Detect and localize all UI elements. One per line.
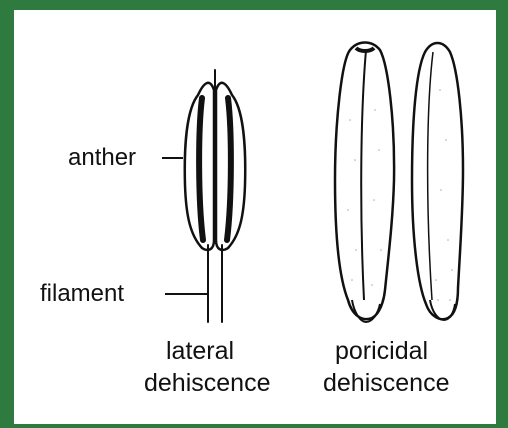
poricidal-anther-front [335,43,394,323]
label-anther: anther [68,146,136,170]
label-lateral-dehiscence: dehiscence [144,371,270,396]
label-lateral: lateral [166,339,234,364]
filament [208,245,222,322]
stipple-left [347,109,382,286]
apical-pore [356,48,374,51]
label-poricidal: poricidal [335,339,428,364]
stipple-right [435,89,453,301]
lateral-anther [185,70,245,322]
anther-left-slit [199,98,203,240]
label-filament: filament [40,282,124,306]
label-poricidal-dehiscence: dehiscence [323,371,449,396]
anther-right-slit [227,98,231,240]
poricidal-anther-side [412,43,463,320]
